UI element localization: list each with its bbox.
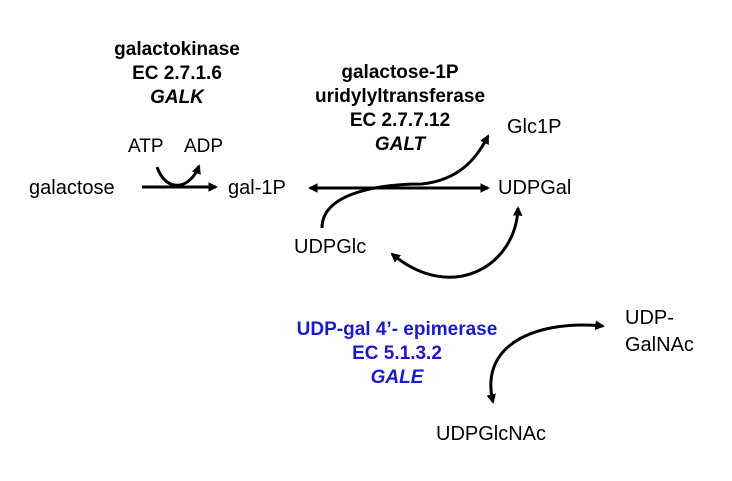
- metabolite-adp: ADP: [184, 136, 224, 157]
- metabolite-udp-galnac-line1: UDP-: [625, 307, 674, 329]
- galk-gene: GALK: [150, 87, 204, 108]
- atp-to-adp-arrow: [155, 164, 201, 187]
- metabolite-udp-galnac-line2: GalNAc: [625, 334, 694, 356]
- metabolite-glc1p: Glc1P: [507, 116, 562, 138]
- enzyme-label-gale: UDP-gal 4’- epimerase EC 5.1.3.2 GALE: [272, 318, 522, 390]
- gale-name: UDP-gal 4’- epimerase: [296, 319, 498, 340]
- metabolite-udpglc: UDPGlc: [294, 236, 367, 258]
- udpgal-udpglc-epimerase-arrow: [390, 206, 523, 279]
- udpglc-to-glc1p-arrow: [320, 134, 490, 229]
- udpgalnac-udpglcnac-epimerase-arrow: [486, 320, 605, 404]
- gale-ec: EC 5.1.3.2: [352, 343, 442, 364]
- metabolite-gal-1p: gal-1P: [228, 177, 286, 199]
- metabolite-galactose: galactose: [29, 177, 115, 199]
- galt-name-line2: uridylyltransferase: [314, 86, 486, 107]
- galk-name: galactokinase: [114, 39, 240, 60]
- gale-gene: GALE: [370, 367, 424, 388]
- enzyme-label-galt: galactose-1P uridylyltransferase EC 2.7.…: [290, 61, 510, 157]
- metabolite-udpgal: UDPGal: [498, 177, 572, 199]
- galk-ec: EC 2.7.1.6: [132, 63, 222, 84]
- metabolite-atp: ATP: [128, 136, 164, 157]
- metabolite-udpglcnac: UDPGlcNAc: [436, 423, 547, 445]
- galt-ec: EC 2.7.7.12: [349, 110, 451, 131]
- galt-name-line1: galactose-1P: [341, 62, 459, 83]
- enzyme-label-galk: galactokinase EC 2.7.1.6 GALK: [92, 38, 262, 110]
- galt-gene: GALT: [374, 134, 426, 155]
